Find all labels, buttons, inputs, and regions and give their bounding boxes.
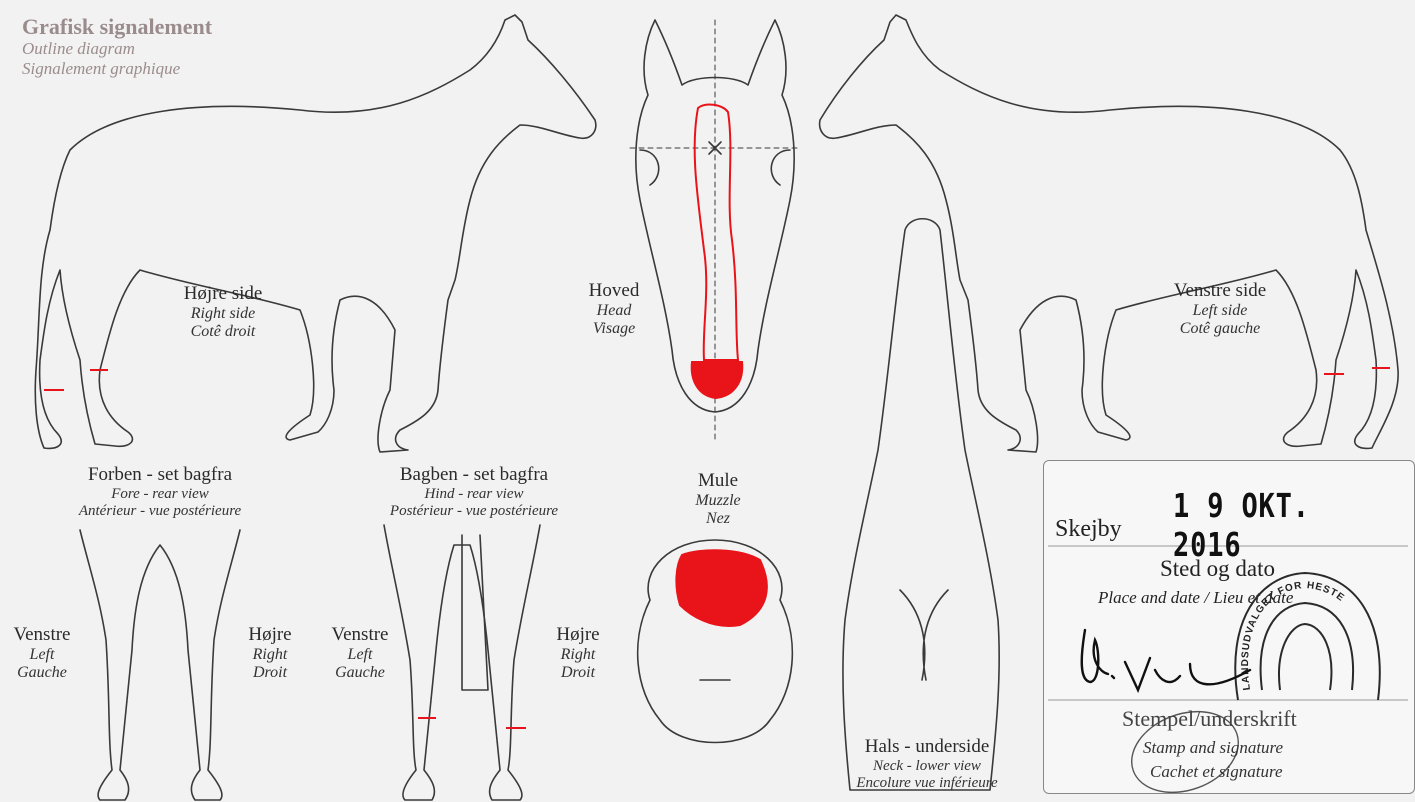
- stamp-signature-label-en: Stamp and signature: [1143, 738, 1283, 758]
- stamp-signature-label-fr: Cachet et signature: [1150, 762, 1283, 782]
- handwritten-signature: [1082, 630, 1250, 690]
- stamp-signature-label-da: Stempel/underskrift: [1122, 706, 1297, 732]
